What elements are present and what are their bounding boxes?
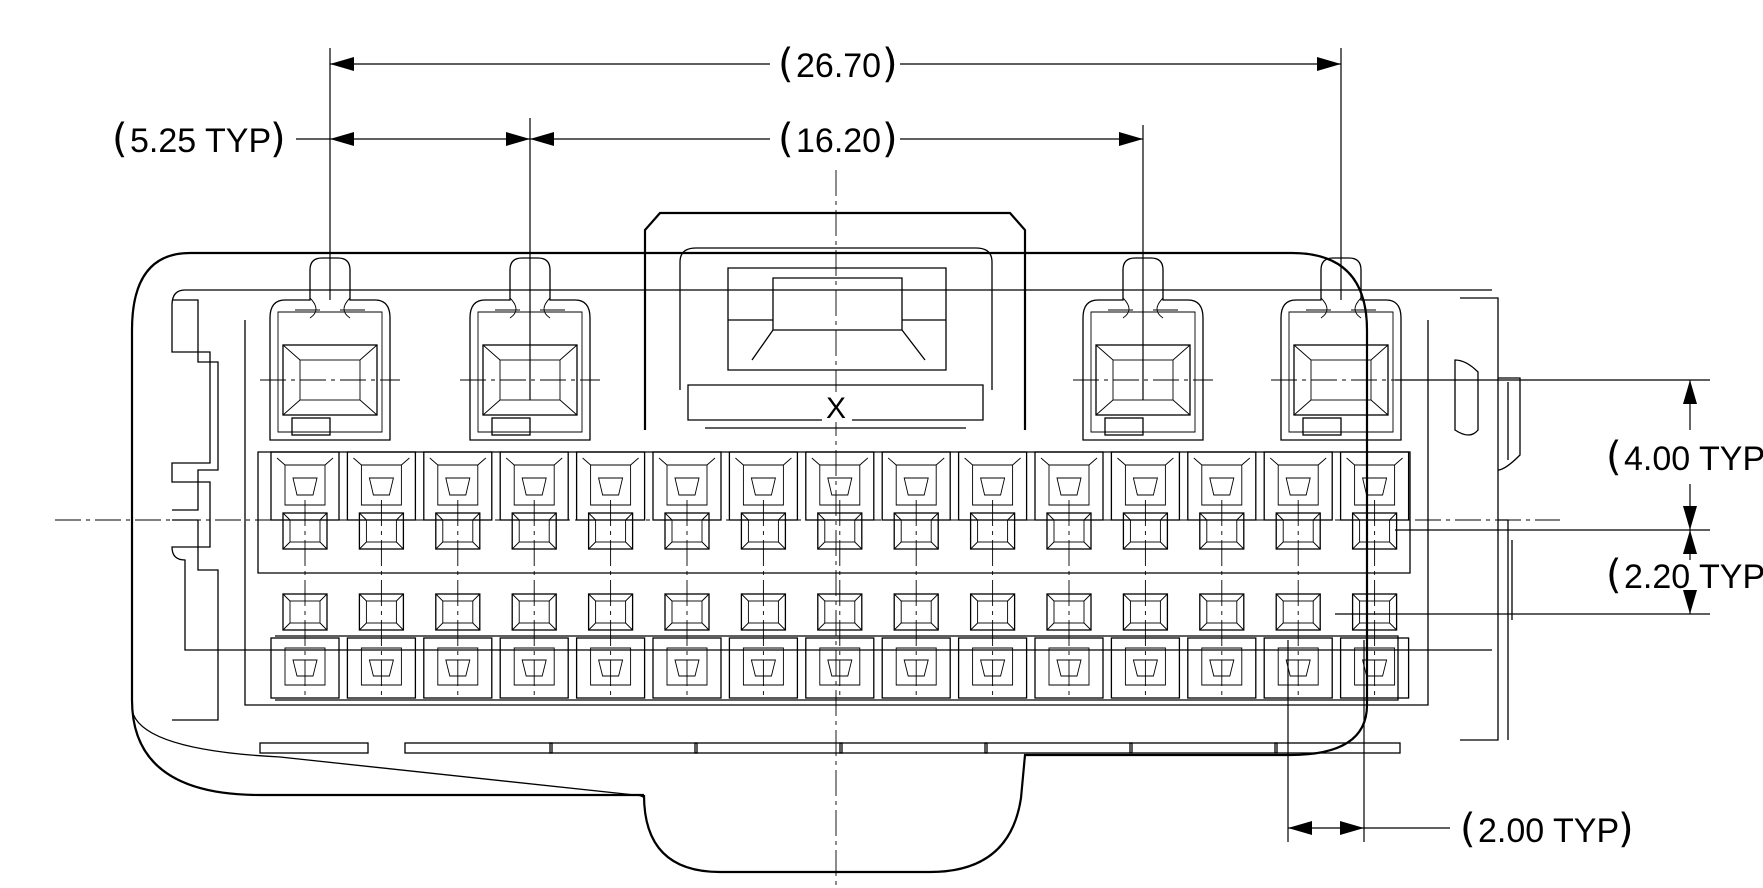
dimension-inner-latch-span: ( 16.20 ) bbox=[530, 116, 1144, 400]
dimension-overall-value: 26.70 bbox=[796, 47, 881, 85]
dimension-terminal-pitch: ( 2.00 TYP ) bbox=[1287, 640, 1634, 852]
terminal-column bbox=[805, 451, 875, 700]
dimension-latch-pitch-paren-open: ( bbox=[112, 116, 128, 162]
dimension-row-pitch-paren-open: ( bbox=[1606, 552, 1622, 598]
latch-cavity bbox=[460, 257, 600, 441]
upper-terminal-band bbox=[257, 451, 1411, 574]
bottom-foot bbox=[259, 742, 369, 754]
top-latch-inner bbox=[679, 247, 993, 390]
dimension-row-offset: ( 4.00 TYP bbox=[1395, 379, 1763, 531]
dimension-latch-pitch: ( 5.25 TYP ) bbox=[112, 116, 531, 400]
latch-cavity bbox=[260, 257, 400, 441]
dimension-terminal-pitch-value: 2.00 TYP bbox=[1478, 812, 1619, 850]
terminal-column bbox=[652, 451, 722, 700]
terminal-column bbox=[575, 451, 646, 700]
dimension-latch-pitch-value: 5.25 TYP bbox=[130, 122, 271, 160]
top-latch-lower-rail bbox=[687, 384, 984, 429]
dimension-row-offset-paren-open: ( bbox=[1606, 434, 1622, 480]
terminal-column bbox=[728, 451, 799, 700]
terminal-rows bbox=[270, 451, 1410, 700]
terminal-column bbox=[957, 451, 1028, 700]
bottom-foot bbox=[1274, 742, 1401, 754]
dimension-terminal-pitch-paren-close: ) bbox=[1618, 806, 1634, 852]
inner-shell bbox=[171, 289, 1492, 651]
right-side-notch bbox=[1497, 377, 1521, 740]
terminal-column bbox=[1110, 451, 1181, 700]
terminal-housing-frame bbox=[244, 320, 1429, 706]
housing-lower-skirt bbox=[131, 709, 645, 797]
terminal-column bbox=[1263, 451, 1333, 700]
bottom-foot bbox=[839, 742, 988, 754]
dimension-inner-span-paren-close: ) bbox=[882, 116, 898, 162]
bottom-foot bbox=[694, 742, 843, 754]
terminal-column bbox=[499, 451, 569, 700]
bottom-foot bbox=[549, 742, 698, 754]
lower-terminal-band bbox=[275, 635, 1399, 701]
terminal-column bbox=[423, 451, 493, 700]
terminal-column bbox=[881, 451, 951, 700]
dimension-row-pitch: ( 2.20 TYP bbox=[1335, 530, 1763, 615]
bottom-foot bbox=[984, 742, 1133, 754]
dimension-latch-pitch-paren-close: ) bbox=[270, 116, 286, 162]
terminal-column bbox=[1034, 451, 1104, 700]
dimension-overall-paren-close: ) bbox=[882, 41, 898, 87]
dimension-row-offset-value: 4.00 TYP bbox=[1624, 440, 1763, 478]
dimension-terminal-pitch-paren-open: ( bbox=[1460, 806, 1476, 852]
dimension-inner-span-paren-open: ( bbox=[778, 116, 794, 162]
right-side-tab bbox=[1454, 359, 1513, 620]
terminal-column bbox=[1187, 451, 1257, 700]
left-side-notch-lower bbox=[172, 519, 219, 721]
dimension-overall-width: ( 26.70 ) bbox=[329, 41, 1342, 300]
bottom-foot bbox=[404, 742, 553, 754]
top-latch-body bbox=[727, 267, 947, 371]
left-side-notch-upper bbox=[172, 299, 219, 511]
latch-cavity bbox=[1271, 257, 1411, 441]
housing-outline bbox=[130, 251, 1369, 874]
dimension-inner-span-value: 16.20 bbox=[796, 122, 881, 160]
bottom-foot bbox=[1129, 742, 1278, 754]
terminal-column bbox=[270, 451, 340, 700]
right-side-rail bbox=[1460, 297, 1499, 741]
center-mark: X bbox=[826, 392, 846, 425]
terminal-column bbox=[1339, 451, 1410, 700]
bottom-feet bbox=[259, 742, 1401, 754]
dimension-row-pitch-value: 2.20 TYP bbox=[1624, 558, 1763, 596]
latch-cavities bbox=[260, 257, 1411, 441]
dimension-overall-paren-open: ( bbox=[778, 41, 794, 87]
top-latch-frame bbox=[643, 211, 1027, 430]
terminal-column bbox=[346, 451, 417, 700]
